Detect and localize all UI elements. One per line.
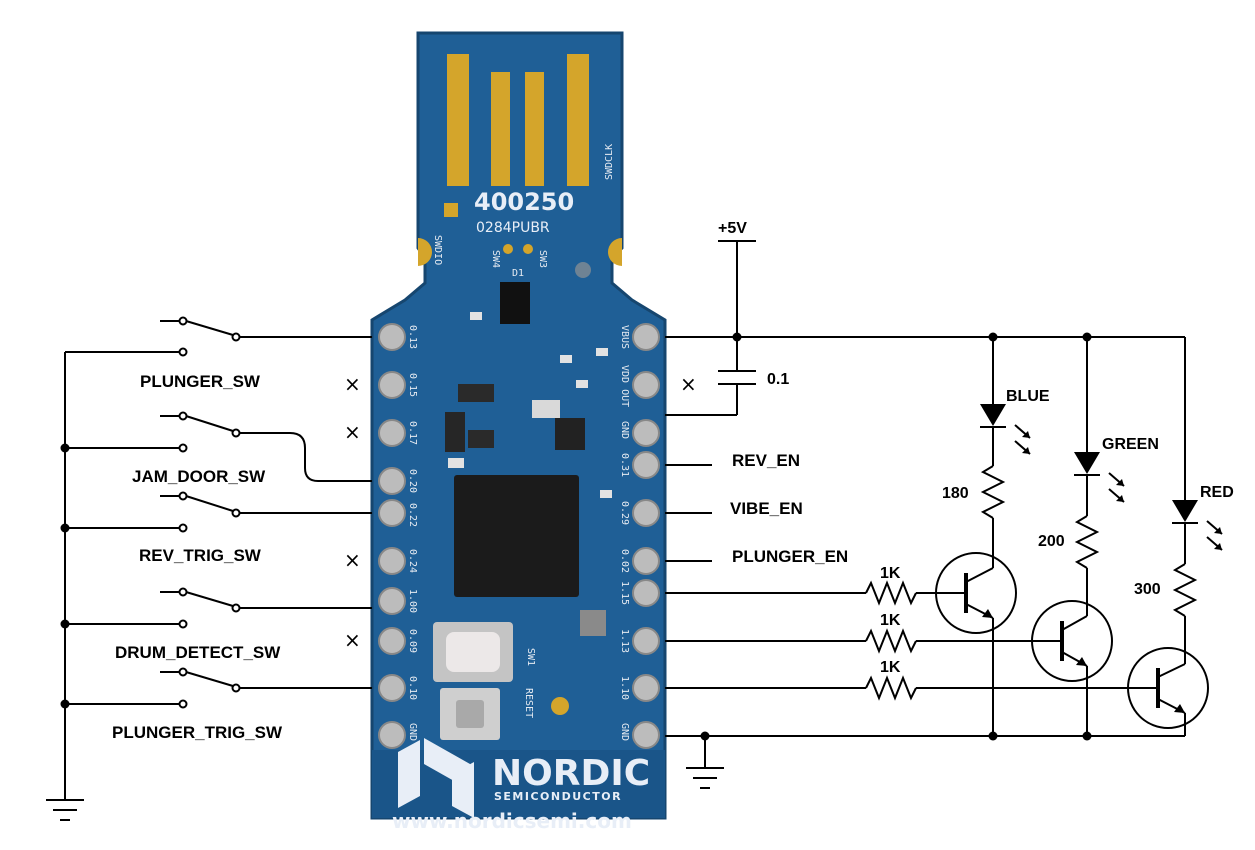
sw4-label: SW4 (490, 250, 501, 268)
output-label: VIBE_EN (730, 499, 803, 518)
switch-label: PLUNGER_TRIG_SW (112, 723, 283, 742)
swdio-label: SWDIO (432, 235, 443, 265)
right-pin-label: 1.13 (619, 629, 630, 653)
part-number: 400250 (474, 188, 574, 216)
base-resistor-label: 1K (880, 565, 901, 582)
led-channel-blue (935, 337, 1031, 736)
right-pin-label: 1.10 (619, 676, 630, 700)
sw3-label: SW3 (537, 250, 548, 268)
output-label: REV_EN (732, 451, 800, 470)
nordic-logo-icon (398, 738, 474, 818)
left-pin-label: 0.15 (407, 373, 418, 397)
switch-label: JAM_DOOR_SW (132, 467, 266, 486)
led-resistor-label: 200 (1038, 533, 1065, 550)
left-pin-label: 1.00 (407, 589, 418, 613)
switch-label: REV_TRIG_SW (139, 546, 262, 565)
no-connect-mark: × (344, 372, 361, 396)
led-label: GREEN (1102, 436, 1159, 453)
right-pin-labels: VBUS VDD OUT GND 0.31 0.29 0.02 1.15 1.1… (619, 325, 630, 741)
supply-label: +5V (718, 220, 747, 237)
led-label: RED (1200, 484, 1234, 501)
led-resistor-label: 300 (1134, 581, 1161, 598)
switch-plunger (65, 316, 372, 357)
no-connect-mark: × (344, 628, 361, 652)
sub-code: 0284PUBR (476, 220, 550, 236)
website: www.nordicsemi.com (392, 809, 632, 833)
right-pin-label: GND (619, 723, 630, 741)
ground-symbol-left (46, 799, 84, 821)
led-channel-red (1127, 337, 1223, 736)
no-connect-mark: × (344, 548, 361, 572)
reset-label: RESET (523, 688, 534, 718)
left-pin-label: 0.10 (407, 676, 418, 700)
base-resistor-label: 1K (880, 612, 901, 629)
right-pin-label: GND (619, 421, 630, 439)
right-pin-label: 0.02 (619, 549, 630, 573)
usb-contact (525, 72, 544, 186)
left-pin-label: 0.20 (407, 469, 418, 493)
right-pin-label: 0.31 (619, 453, 630, 477)
switch-label: PLUNGER_SW (140, 372, 261, 391)
output-label: PLUNGER_EN (732, 547, 848, 566)
switch-drum-detect (65, 587, 372, 629)
no-connect-marks: × × × × × (344, 372, 697, 652)
switch-jam-door (65, 411, 372, 482)
left-pin-label: GND (407, 723, 418, 741)
usb-contact (567, 54, 589, 186)
left-pin-label: 0.17 (407, 421, 418, 445)
usb-contact (447, 54, 469, 186)
power-circuit: +5V 0.1 REV_EN VIBE_EN PLUNGER_EN 1K 1K (665, 220, 1234, 789)
capacitor (665, 370, 756, 416)
left-pin-label: 0.22 (407, 503, 418, 527)
right-pin-label: 0.29 (619, 501, 630, 525)
right-pin-header (632, 323, 660, 749)
switch-circuit: PLUNGER_SW JAM_DOOR_SW REV_TRIG_SW (46, 316, 372, 821)
capacitor-label: 0.1 (767, 371, 789, 388)
left-pin-label: 0.13 (407, 325, 418, 349)
switch-label: DRUM_DETECT_SW (115, 643, 281, 662)
switch-plunger-trig (65, 667, 372, 709)
no-connect-mark: × (344, 420, 361, 444)
sw1-label: SW1 (525, 648, 536, 666)
usb-contact (491, 72, 510, 186)
right-pin-label: VDD OUT (619, 365, 630, 407)
base-resistor-label: 1K (880, 659, 901, 676)
no-connect-mark: × (680, 372, 697, 396)
right-pin-label: VBUS (619, 325, 630, 349)
d1-label: D1 (512, 268, 524, 279)
left-pin-label: 0.24 (407, 549, 418, 573)
led-label: BLUE (1006, 388, 1050, 405)
nrf52840-chip (454, 475, 579, 597)
switch-rev-trig (65, 491, 372, 533)
led-resistor-label: 180 (942, 485, 969, 502)
left-pin-labels: 0.13 0.15 0.17 0.20 0.22 0.24 1.00 0.09 … (407, 325, 418, 741)
brand-name: NORDIC (492, 753, 650, 794)
swdclk-label: SWDCLK (604, 144, 615, 180)
left-pin-label: 0.09 (407, 629, 418, 653)
ground-symbol-right (686, 767, 724, 789)
brand-subtitle: SEMICONDUCTOR (494, 790, 622, 803)
right-pin-label: 1.15 (619, 581, 630, 605)
left-pin-header (378, 323, 406, 749)
led-channel-green (1031, 337, 1125, 736)
nrf52840-dongle-board: 400250 0284PUBR SWDIO SWDCLK SW4 SW3 D1 … (370, 31, 667, 833)
